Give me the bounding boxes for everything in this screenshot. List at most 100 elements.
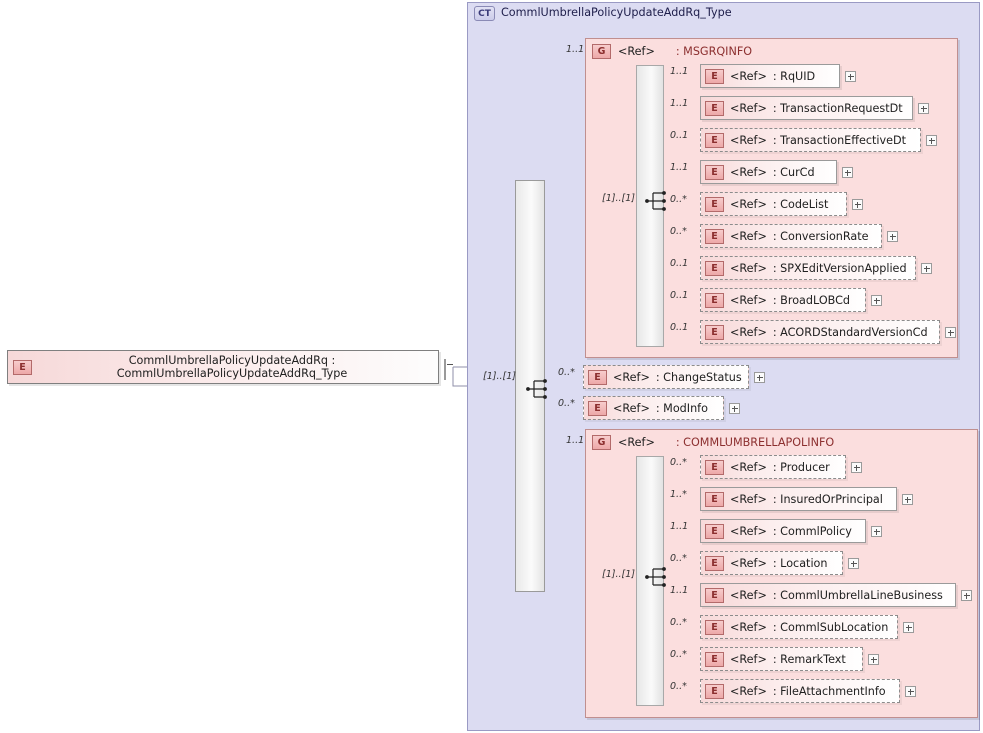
expand-icon[interactable] bbox=[848, 557, 859, 569]
element-ref-label: <Ref> bbox=[730, 165, 767, 179]
element-row[interactable]: 0..* E <Ref> : CommlSubLocation bbox=[670, 615, 914, 639]
collapse-icon bbox=[444, 359, 446, 380]
element-row[interactable]: 1..1 E <Ref> : CurCd bbox=[670, 160, 853, 184]
element-icon: E bbox=[705, 619, 724, 635]
element-row[interactable]: 1..1 E <Ref> : TransactionRequestDt bbox=[670, 96, 929, 120]
element-icon: E bbox=[705, 555, 724, 571]
element-row[interactable]: 0..* E <Ref> : ChangeStatus bbox=[558, 365, 765, 389]
expand-icon[interactable] bbox=[945, 326, 956, 338]
group-name: : MSGRQINFO bbox=[675, 45, 753, 58]
element-icon: E bbox=[705, 651, 724, 667]
cardinality-label: 0..* bbox=[558, 398, 575, 409]
element-row[interactable]: 0..* E <Ref> : Location bbox=[670, 551, 859, 575]
group-icon: G bbox=[592, 435, 611, 450]
element-row[interactable]: 1..* E <Ref> : InsuredOrPrincipal bbox=[670, 487, 913, 511]
element-name: : ConversionRate bbox=[772, 229, 869, 243]
group-ref-label: <Ref> bbox=[618, 436, 655, 449]
element-ref-label: <Ref> bbox=[730, 69, 767, 83]
group-ref-label: <Ref> bbox=[618, 45, 655, 58]
element-name: : TransactionEffectiveDt bbox=[772, 133, 906, 147]
expand-icon[interactable] bbox=[754, 371, 765, 383]
element-icon: E bbox=[705, 132, 724, 148]
expand-icon[interactable] bbox=[842, 166, 853, 178]
expand-icon[interactable] bbox=[887, 230, 898, 242]
element-icon: E bbox=[705, 324, 724, 340]
element-row[interactable]: 0..1 E <Ref> : BroadLOBCd bbox=[670, 288, 882, 312]
element-name: : CommlSubLocation bbox=[772, 620, 889, 634]
element-ref-label: <Ref> bbox=[730, 492, 767, 506]
sequence-icon bbox=[644, 566, 668, 588]
element-icon: E bbox=[705, 683, 724, 699]
cardinality-label: 0..* bbox=[670, 649, 687, 660]
element-ref-label: <Ref> bbox=[730, 197, 767, 211]
inner-sequence-bar[interactable] bbox=[636, 456, 664, 706]
element-ref-label: <Ref> bbox=[730, 652, 767, 666]
element-row[interactable]: 1..1 E <Ref> : RqUID bbox=[670, 64, 856, 88]
element-name: : CommlUmbrellaLineBusiness bbox=[772, 588, 943, 602]
element-row[interactable]: 1..1 E <Ref> : CommlPolicy bbox=[670, 519, 882, 543]
sequence-icon bbox=[525, 378, 549, 400]
element-ref-label: <Ref> bbox=[613, 370, 650, 384]
expand-icon[interactable] bbox=[871, 294, 882, 306]
cardinality-label: 0..* bbox=[670, 457, 687, 468]
element-ref-label: <Ref> bbox=[730, 293, 767, 307]
element-icon: E bbox=[13, 359, 32, 375]
element-name: : ChangeStatus bbox=[655, 370, 742, 384]
element-row[interactable]: 0..* E <Ref> : RemarkText bbox=[670, 647, 879, 671]
element-ref-label: <Ref> bbox=[730, 588, 767, 602]
cardinality-label: 0..1 bbox=[670, 322, 689, 333]
expand-icon[interactable] bbox=[905, 685, 916, 697]
root-element-box[interactable]: E CommlUmbrellaPolicyUpdateAddRq : Comml… bbox=[7, 350, 439, 384]
element-icon: E bbox=[588, 369, 607, 385]
inner-sequence-bar[interactable] bbox=[636, 65, 664, 347]
element-icon: E bbox=[705, 292, 724, 308]
cardinality-label: 1..1 bbox=[670, 66, 689, 77]
element-icon: E bbox=[705, 459, 724, 475]
element-name: : CurCd bbox=[772, 165, 815, 179]
element-row[interactable]: 0..1 E <Ref> : TransactionEffectiveDt bbox=[670, 128, 937, 152]
element-row[interactable]: 0..* E <Ref> : Producer bbox=[670, 455, 862, 479]
cardinality-label: 1..1 bbox=[670, 521, 689, 532]
expand-icon[interactable] bbox=[926, 134, 937, 146]
root-collapse-toggle[interactable] bbox=[444, 359, 446, 380]
expand-icon[interactable] bbox=[851, 461, 862, 473]
complextype-header: CT CommlUmbrellaPolicyUpdateAddRq_Type bbox=[474, 6, 804, 21]
outer-sequence-bar[interactable] bbox=[515, 180, 545, 592]
expand-icon[interactable] bbox=[961, 589, 972, 601]
element-row[interactable]: 0..* E <Ref> : ConversionRate bbox=[670, 224, 898, 248]
element-icon: E bbox=[705, 228, 724, 244]
element-icon: E bbox=[705, 196, 724, 212]
complextype-title: CommlUmbrellaPolicyUpdateAddRq_Type bbox=[501, 6, 732, 19]
element-row[interactable]: 1..1 E <Ref> : CommlUmbrellaLineBusiness bbox=[670, 583, 972, 607]
element-ref-label: <Ref> bbox=[730, 556, 767, 570]
element-name: : ModInfo bbox=[655, 401, 708, 415]
element-row[interactable]: 0..1 E <Ref> : ACORDStandardVersionCd bbox=[670, 320, 956, 344]
cardinality-label: 0..* bbox=[670, 617, 687, 628]
element-name: : InsuredOrPrincipal bbox=[772, 492, 883, 506]
element-icon: E bbox=[705, 523, 724, 539]
group-header: G <Ref> : MSGRQINFO bbox=[592, 44, 752, 59]
element-ref-label: <Ref> bbox=[730, 229, 767, 243]
cardinality-label: 1..1 bbox=[670, 585, 689, 596]
expand-icon[interactable] bbox=[729, 402, 740, 414]
element-name: : BroadLOBCd bbox=[772, 293, 851, 307]
expand-icon[interactable] bbox=[852, 198, 863, 210]
element-row[interactable]: 0..* E <Ref> : ModInfo bbox=[558, 396, 740, 420]
expand-icon[interactable] bbox=[918, 102, 929, 114]
cardinality-label: 0..* bbox=[670, 226, 687, 237]
element-row[interactable]: 0..1 E <Ref> : SPXEditVersionApplied bbox=[670, 256, 932, 280]
element-name: : RqUID bbox=[772, 69, 816, 83]
expand-icon[interactable] bbox=[903, 621, 914, 633]
element-icon: E bbox=[705, 491, 724, 507]
expand-icon[interactable] bbox=[868, 653, 879, 665]
expand-icon[interactable] bbox=[845, 70, 856, 82]
expand-icon[interactable] bbox=[921, 262, 932, 274]
element-row[interactable]: 0..* E <Ref> : CodeList bbox=[670, 192, 863, 216]
element-ref-label: <Ref> bbox=[730, 460, 767, 474]
cardinality-label: 0..1 bbox=[670, 258, 689, 269]
element-name: : CodeList bbox=[772, 197, 829, 211]
complextype-icon: CT bbox=[474, 6, 495, 21]
element-row[interactable]: 0..* E <Ref> : FileAttachmentInfo bbox=[670, 679, 916, 703]
expand-icon[interactable] bbox=[902, 493, 913, 505]
expand-icon[interactable] bbox=[871, 525, 882, 537]
